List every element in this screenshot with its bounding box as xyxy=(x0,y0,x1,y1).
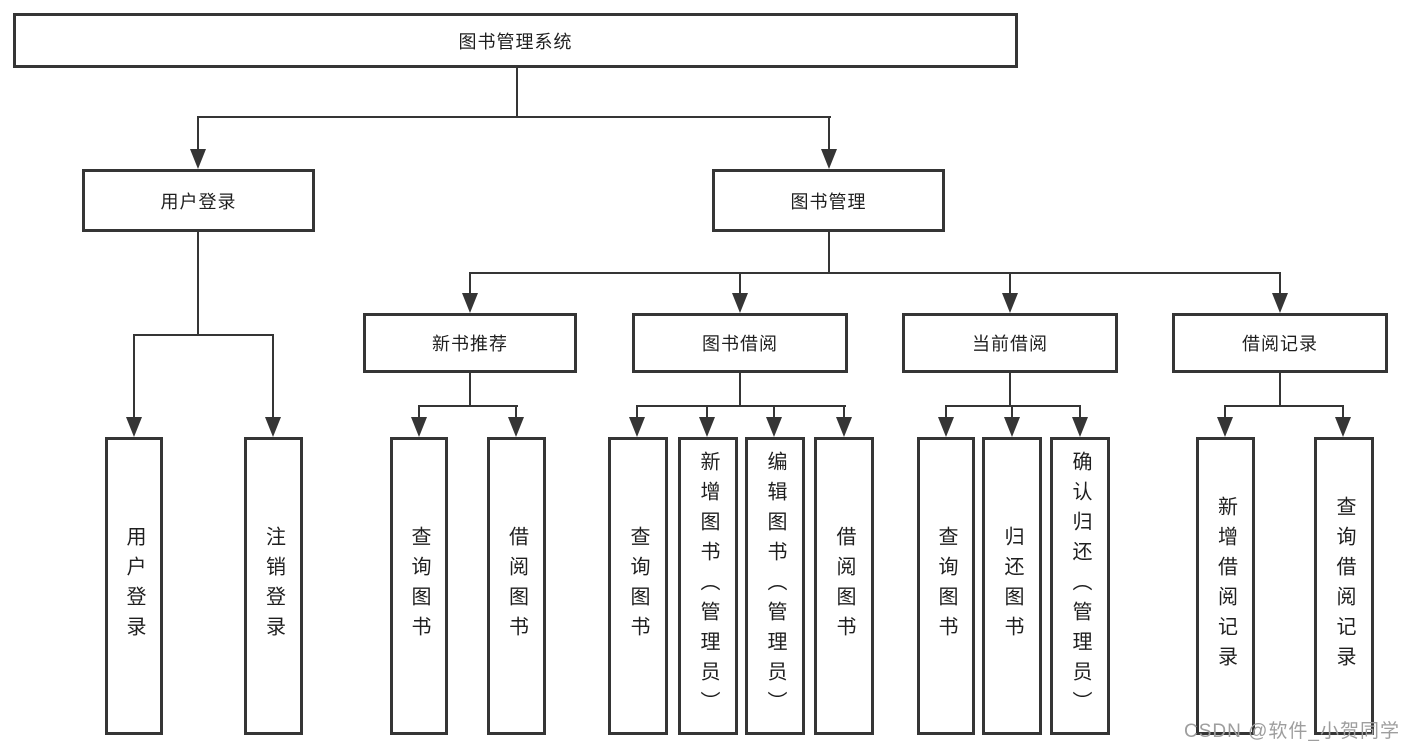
leaf-bookborrow-add-label: 新增图书（管理员） xyxy=(697,451,719,721)
leaf-newbook-query: 查询图书 xyxy=(390,437,448,735)
node-borrow-records: 借阅记录 xyxy=(1172,313,1388,373)
node-borrow-records-label: 借阅记录 xyxy=(1242,334,1318,354)
connector-line xyxy=(133,334,135,419)
node-user-login-label: 用户登录 xyxy=(160,191,237,212)
leaf-records-query-label: 查询借阅记录 xyxy=(1333,496,1355,676)
arrow-down-icon xyxy=(732,293,748,313)
arrow-down-icon xyxy=(629,417,645,437)
leaf-user-login-label: 用户登录 xyxy=(123,526,145,646)
arrow-down-icon xyxy=(699,417,715,437)
arrow-down-icon xyxy=(1272,293,1288,313)
leaf-bookborrow-query: 查询图书 xyxy=(608,437,668,735)
node-current-borrow: 当前借阅 xyxy=(902,313,1118,373)
arrow-down-icon xyxy=(1335,417,1351,437)
arrow-down-icon xyxy=(1004,417,1020,437)
connector-line xyxy=(828,116,830,154)
arrow-down-icon xyxy=(508,417,524,437)
leaf-current-return-label: 归还图书 xyxy=(1001,526,1023,646)
leaf-bookborrow-edit-label: 编辑图书（管理员） xyxy=(764,451,786,721)
connector-line xyxy=(706,405,708,421)
connector-line xyxy=(418,405,518,407)
arrow-down-icon xyxy=(1217,417,1233,437)
connector-line xyxy=(828,232,830,274)
node-root-label: 图书管理系统 xyxy=(458,31,573,52)
csdn-watermark: CSDN @软件_小贺同学 xyxy=(1184,721,1400,742)
connector-line xyxy=(739,373,741,407)
arrow-down-icon xyxy=(1002,293,1018,313)
arrow-down-icon xyxy=(462,293,478,313)
leaf-records-query: 查询借阅记录 xyxy=(1314,437,1374,735)
connector-line xyxy=(739,272,741,297)
node-new-book-rec: 新书推荐 xyxy=(363,313,577,373)
node-book-manage-label: 图书管理 xyxy=(790,191,867,212)
leaf-bookborrow-borrow: 借阅图书 xyxy=(814,437,874,735)
leaf-current-confirm: 确认归还（管理员） xyxy=(1050,437,1110,735)
leaf-bookborrow-edit: 编辑图书（管理员） xyxy=(745,437,805,735)
connector-line xyxy=(272,334,274,419)
leaf-current-return: 归还图书 xyxy=(982,437,1042,735)
node-book-borrow-label: 图书借阅 xyxy=(702,334,778,354)
connector-line xyxy=(945,405,947,421)
leaf-bookborrow-query-label: 查询图书 xyxy=(627,526,649,646)
connector-line xyxy=(516,68,518,118)
leaf-current-confirm-label: 确认归还（管理员） xyxy=(1069,451,1091,721)
leaf-current-query: 查询图书 xyxy=(917,437,975,735)
node-book-manage: 图书管理 xyxy=(712,169,945,232)
node-book-borrow: 图书借阅 xyxy=(632,313,848,373)
leaf-user-login: 用户登录 xyxy=(105,437,163,735)
connector-line xyxy=(1342,405,1344,421)
connector-line xyxy=(1279,373,1281,407)
connector-line xyxy=(945,405,1081,407)
connector-line xyxy=(773,405,775,421)
connector-line xyxy=(469,272,1281,274)
connector-line xyxy=(1009,373,1011,407)
arrow-down-icon xyxy=(411,417,427,437)
leaf-newbook-borrow-label: 借阅图书 xyxy=(505,526,528,646)
leaf-records-add-label: 新增借阅记录 xyxy=(1214,496,1237,676)
arrow-down-icon xyxy=(821,149,837,169)
connector-line xyxy=(469,373,471,407)
connector-line xyxy=(636,405,638,421)
node-new-book-rec-label: 新书推荐 xyxy=(432,334,508,354)
arrow-down-icon xyxy=(126,417,142,437)
arrow-down-icon xyxy=(766,417,782,437)
connector-line xyxy=(1224,405,1226,421)
node-user-login: 用户登录 xyxy=(82,169,315,232)
arrow-down-icon xyxy=(938,417,954,437)
connector-line xyxy=(418,405,420,421)
connector-line xyxy=(197,116,831,118)
connector-line xyxy=(1224,405,1344,407)
connector-line xyxy=(1079,405,1081,421)
connector-line xyxy=(843,405,845,421)
connector-line xyxy=(515,405,517,421)
arrow-down-icon xyxy=(265,417,281,437)
leaf-bookborrow-add: 新增图书（管理员） xyxy=(678,437,738,735)
connector-line xyxy=(1011,405,1013,421)
node-root: 图书管理系统 xyxy=(13,13,1018,68)
connector-line xyxy=(197,232,199,336)
arrow-down-icon xyxy=(1072,417,1088,437)
connector-line xyxy=(469,272,471,297)
connector-line xyxy=(636,405,846,407)
leaf-logout-label: 注销登录 xyxy=(262,526,285,646)
leaf-records-add: 新增借阅记录 xyxy=(1196,437,1255,735)
connector-line xyxy=(133,334,274,336)
connector-line xyxy=(1279,272,1281,297)
node-current-borrow-label: 当前借阅 xyxy=(972,334,1048,354)
leaf-newbook-query-label: 查询图书 xyxy=(408,526,430,646)
leaf-newbook-borrow: 借阅图书 xyxy=(487,437,546,735)
arrow-down-icon xyxy=(836,417,852,437)
connector-line xyxy=(197,116,199,154)
leaf-bookborrow-borrow-label: 借阅图书 xyxy=(833,526,855,646)
arrow-down-icon xyxy=(190,149,206,169)
connector-line xyxy=(1009,272,1011,297)
leaf-logout: 注销登录 xyxy=(244,437,303,735)
leaf-current-query-label: 查询图书 xyxy=(935,526,957,646)
